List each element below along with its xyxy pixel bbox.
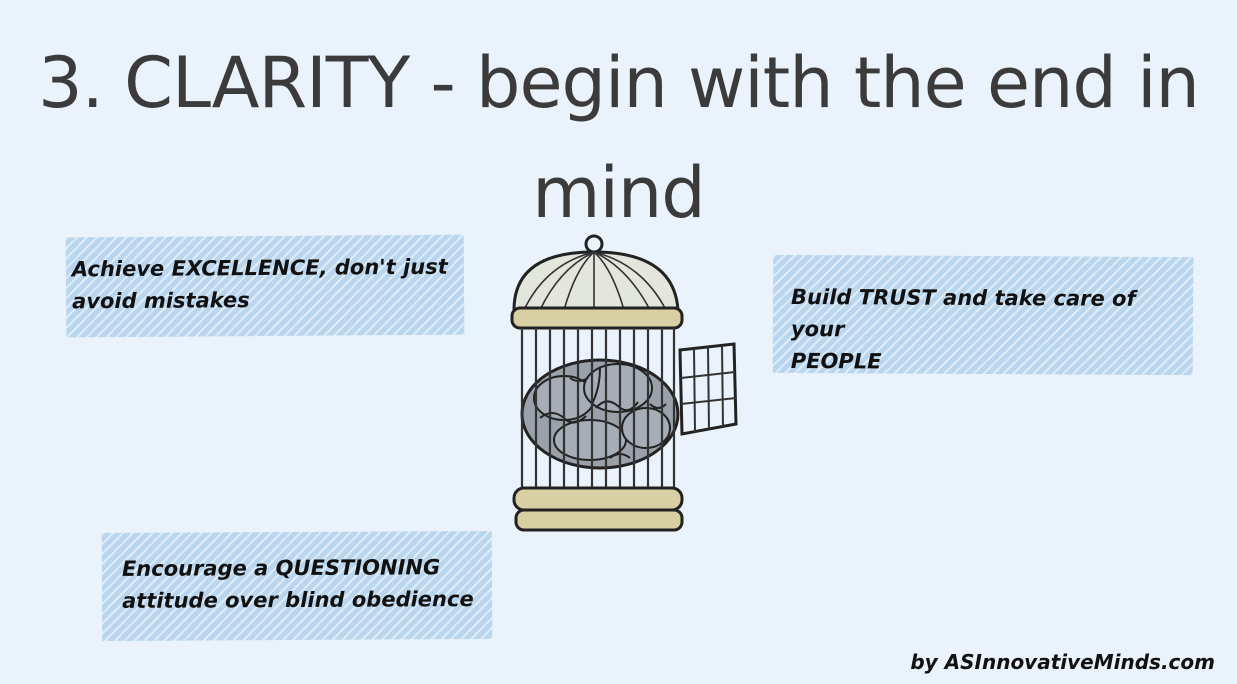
note-excellence: Achieve EXCELLENCE, don't just avoid mis… — [65, 234, 465, 338]
note-line: PEOPLE — [790, 348, 882, 374]
note-line: Achieve EXCELLENCE, don't just — [71, 254, 448, 282]
note-trust: Build TRUST and take care of your PEOPLE — [772, 254, 1194, 376]
note-line: Encourage a QUESTIONING — [121, 555, 441, 581]
note-line: avoid mistakes — [72, 288, 250, 314]
note-questioning: Encourage a QUESTIONING attitude over bl… — [101, 530, 493, 642]
note-line: Build TRUST and take care of your — [790, 284, 1136, 342]
credit-text: by ASInnovativeMinds.com — [910, 650, 1215, 674]
note-line: attitude over blind obedience — [122, 587, 474, 613]
page-title: 3. CLARITY - begin with the end in mind — [38, 42, 1200, 234]
caged-brain-icon — [510, 234, 738, 532]
